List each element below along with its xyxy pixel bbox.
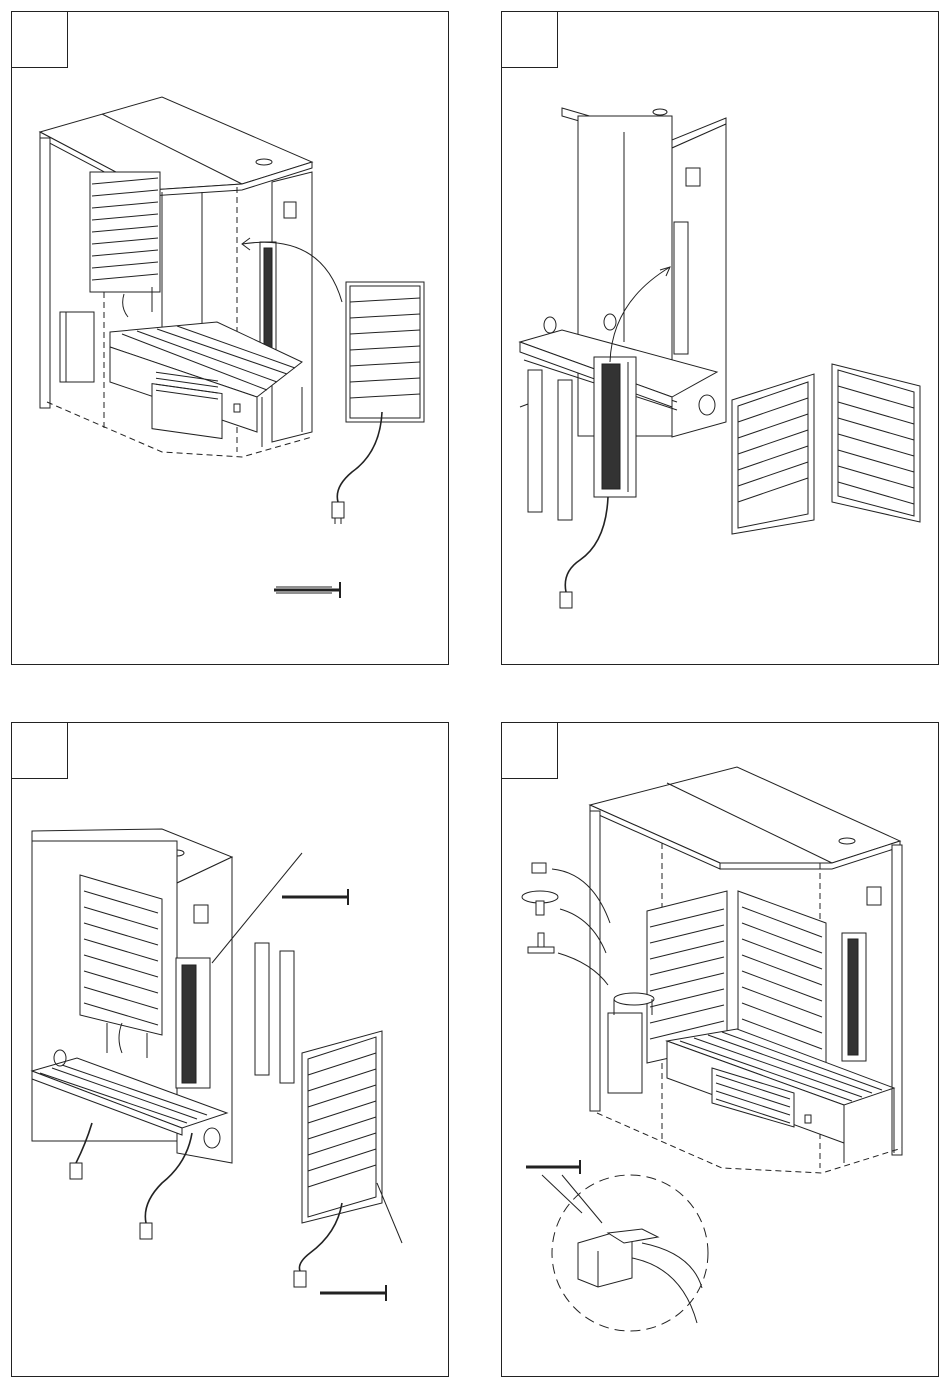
plug-connector-icon — [332, 502, 344, 518]
assembly-step-3-panel — [11, 722, 449, 1377]
loose-heater-strip — [594, 357, 636, 497]
backrest-panel-left — [90, 172, 160, 292]
control-panel-icon — [194, 905, 208, 923]
plug-connector-icon — [560, 592, 572, 608]
step-2-illustration — [502, 12, 939, 665]
assembly-step-1-panel — [11, 11, 449, 665]
screw-icon — [320, 1285, 386, 1301]
control-panel-icon — [867, 887, 881, 905]
step-1-illustration — [12, 12, 449, 665]
left-wall-frame — [590, 811, 600, 1111]
tray-holder-icon — [522, 891, 558, 915]
loose-backrest-panel — [346, 282, 424, 422]
backrest-panel-a — [732, 374, 814, 534]
stove-box — [608, 1013, 642, 1093]
stone-tray — [614, 993, 654, 1005]
power-cable — [337, 412, 382, 502]
control-panel-icon — [686, 168, 700, 186]
assembly-step-4-panel — [501, 722, 939, 1377]
backrest-panel-b — [832, 364, 920, 522]
stove-box — [60, 312, 94, 382]
clip-part-icon — [532, 863, 546, 873]
assembly-step-2-panel — [501, 11, 939, 665]
roof-panel — [590, 767, 900, 863]
screw-icon — [274, 582, 340, 598]
side-post — [255, 943, 269, 1075]
loose-backrest-panel — [302, 1031, 382, 1223]
left-wall-frame — [40, 138, 50, 408]
screw-icon — [526, 1160, 580, 1174]
backrest-panel — [80, 875, 162, 1035]
screw-icon — [282, 889, 348, 905]
control-panel-icon — [284, 202, 296, 218]
step-4-illustration — [502, 723, 939, 1377]
plug-connector-icon — [70, 1163, 82, 1179]
step-3-illustration — [12, 723, 449, 1377]
bracket-part-icon — [528, 933, 554, 953]
side-post — [528, 370, 542, 512]
